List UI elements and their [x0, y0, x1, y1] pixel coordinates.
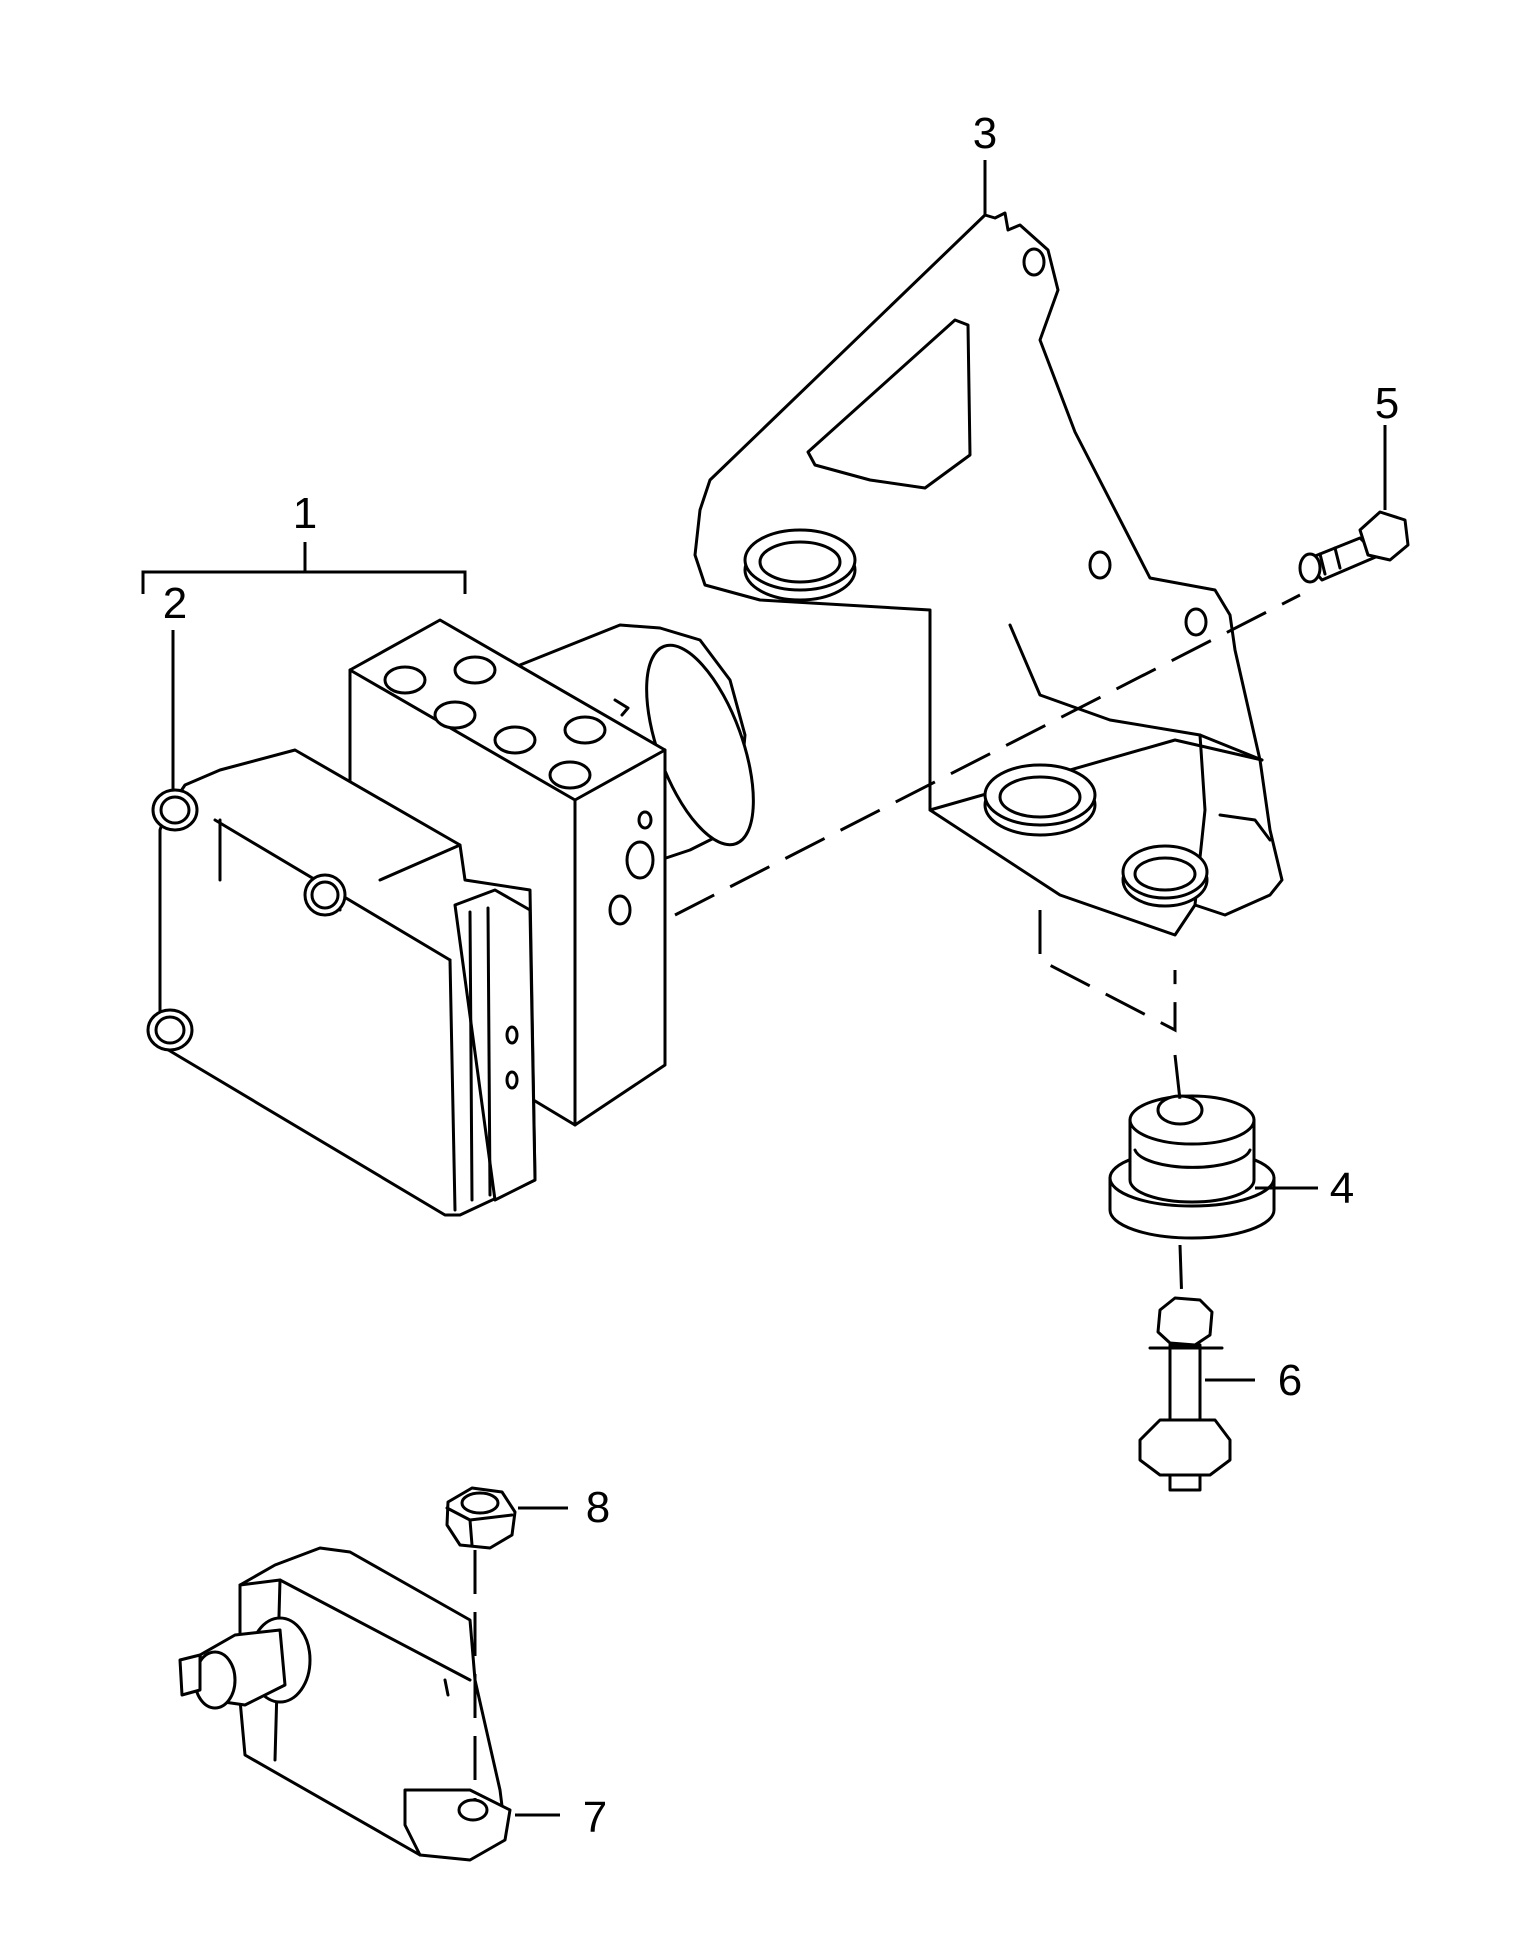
callout-8: 8 [586, 1483, 610, 1532]
bracket-seat-middle [983, 763, 1097, 837]
yaw-rate-sensor[interactable] [178, 1546, 512, 1862]
module-screw-3 [146, 1008, 194, 1052]
callout-5: 5 [1375, 379, 1399, 428]
rubber-bushing[interactable] [1108, 1094, 1276, 1240]
module-screw-2 [303, 873, 347, 917]
leader-lines [141, 160, 1387, 1817]
callout-1: 1 [293, 489, 317, 538]
module-screw-1 [151, 788, 199, 832]
callout-3: 3 [973, 109, 997, 158]
callout-2: 2 [163, 579, 187, 628]
callout-6: 6 [1278, 1356, 1302, 1405]
mounting-stud[interactable] [1138, 1296, 1232, 1492]
hydraulic-unit[interactable] [146, 618, 775, 1217]
callout-7: 7 [583, 1793, 607, 1842]
mounting-bracket[interactable] [693, 211, 1284, 937]
callout-4: 4 [1330, 1164, 1354, 1213]
assembly-lines [473, 593, 1301, 1800]
hex-nut[interactable] [445, 1486, 517, 1550]
flange-bolt[interactable] [1298, 510, 1410, 584]
sensor-connector [178, 1616, 312, 1710]
bracket-seat-front [1121, 844, 1209, 908]
valve-ports [383, 655, 655, 926]
bracket-seat-top [743, 528, 857, 602]
